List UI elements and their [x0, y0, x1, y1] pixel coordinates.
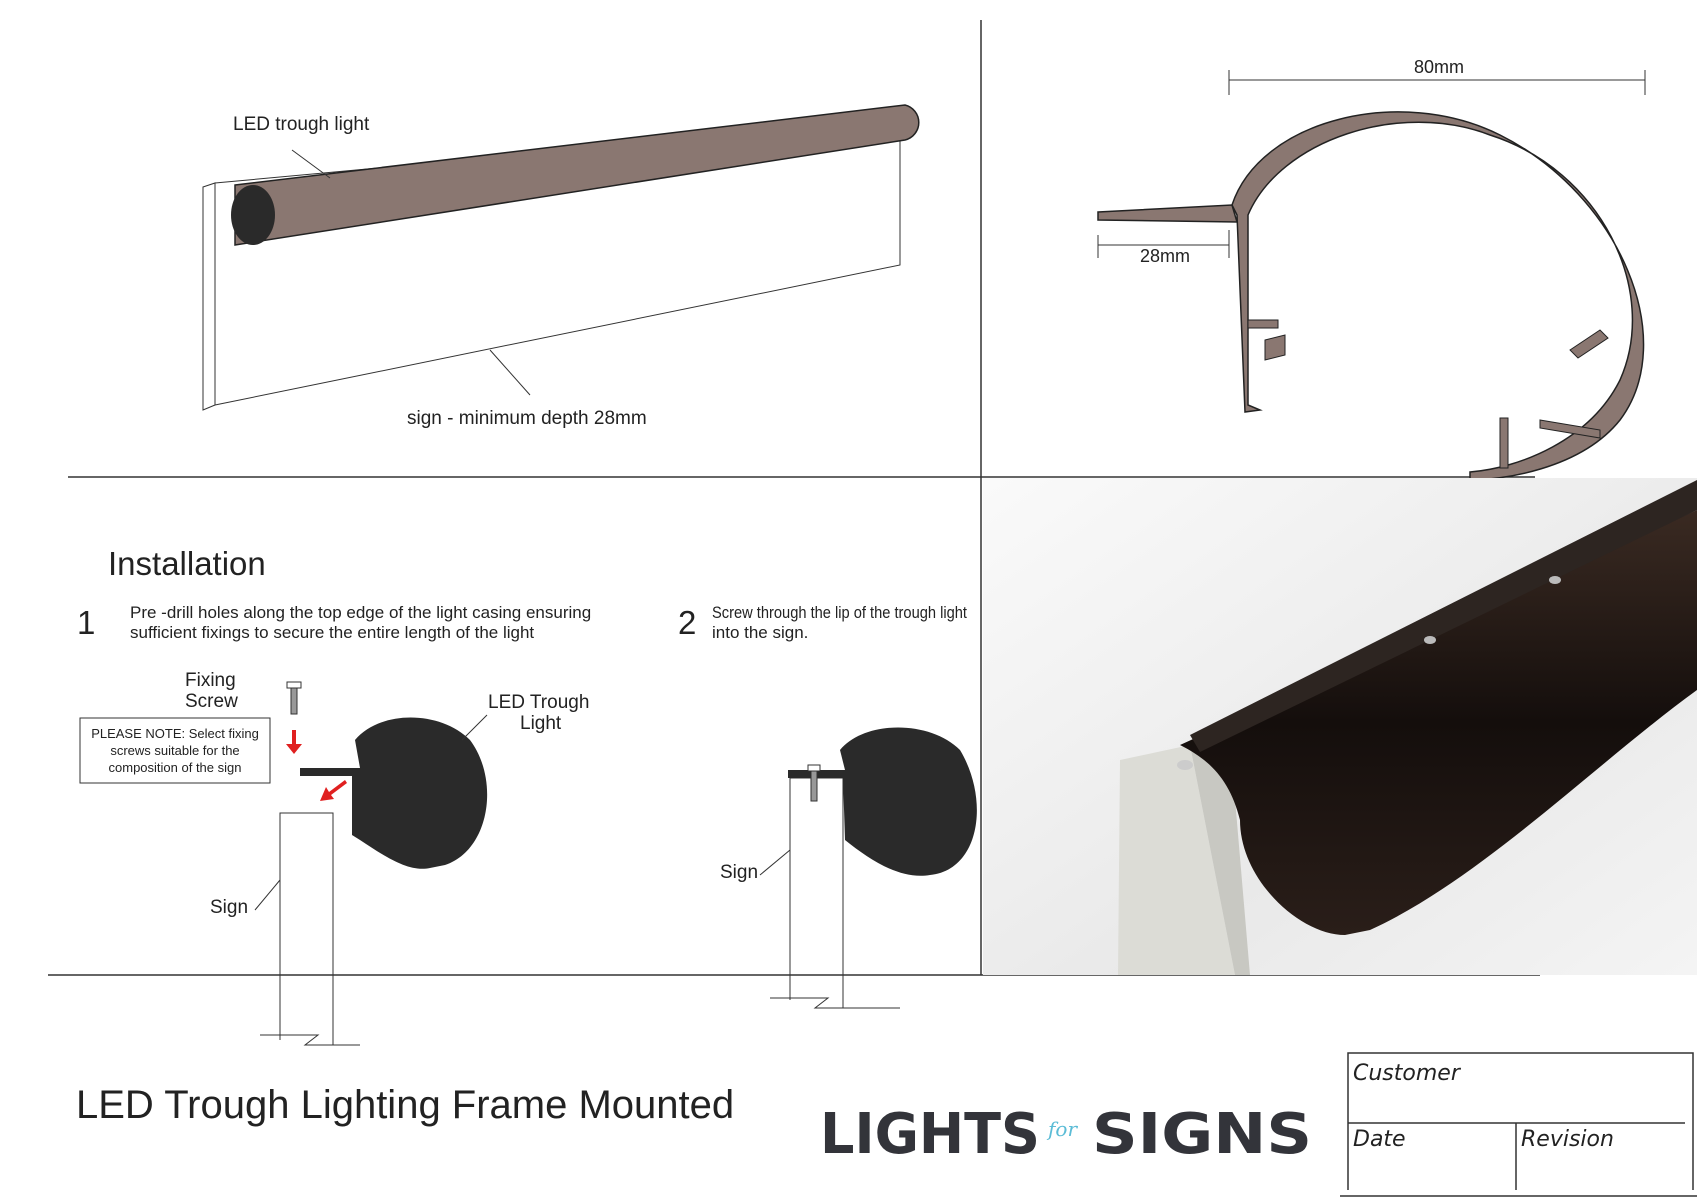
trough-label-2: Light [520, 713, 562, 734]
date-label: Date [1353, 1127, 1406, 1152]
trough-label-1: LED Trough [488, 692, 589, 713]
sign-label-2: Sign [720, 862, 758, 883]
title-block: LED Trough Lighting Frame Mounted LIGHTS… [76, 1052, 1697, 1197]
note-box [79, 717, 271, 784]
customer-label: Customer [1353, 1061, 1462, 1086]
sign-label-1: Sign [210, 897, 248, 918]
note-line1: PLEASE NOTE: Select fixing [91, 726, 259, 741]
step-1-number: 1 [77, 604, 95, 641]
logo-signs: SIGNS [1092, 1102, 1312, 1167]
profile-view: 80mm 28mm [1097, 57, 1646, 481]
company-logo: LIGHTS for SIGNS [820, 1102, 1312, 1167]
led-trough-light-label: LED trough light [233, 114, 370, 135]
note-line2: screws suitable for the [110, 743, 239, 758]
step-1-text-line2: sufficient fixings to secure the entire … [130, 623, 534, 642]
fixing-screw-label-2: Screw [185, 691, 238, 712]
step-2-text-line2: into the sign. [712, 623, 808, 642]
isometric-view: LED trough light sign - minimum depth 28… [202, 104, 920, 429]
sign-panel [279, 812, 360, 1046]
product-photo [983, 478, 1697, 975]
installation-heading: Installation [108, 545, 266, 582]
arrow-diagonal-icon [320, 780, 347, 801]
trough-end-profile [300, 717, 488, 869]
sign-depth-label: sign - minimum depth 28mm [407, 408, 647, 429]
screw-icon [286, 681, 302, 689]
note-line3: composition of the sign [109, 760, 242, 775]
arrow-down-icon [286, 730, 302, 754]
logo-lights: LIGHTS [820, 1102, 1040, 1167]
step-1-text-line1: Pre -drill holes along the top edge of t… [130, 603, 591, 622]
step-2-text-line1: Screw through the lip of the trough ligh… [712, 603, 967, 622]
logo-for: for [1046, 1117, 1078, 1141]
step-2-number: 2 [678, 604, 696, 641]
drawing-title: LED Trough Lighting Frame Mounted [76, 1083, 734, 1127]
screw-head-icon [1177, 760, 1193, 770]
lip-dimension: 28mm [1140, 246, 1190, 266]
width-dimension: 80mm [1414, 57, 1464, 77]
revision-label: Revision [1521, 1127, 1614, 1152]
fixing-screw-label-1: Fixing [185, 670, 236, 691]
installation-section: Installation 1 Pre -drill holes along th… [77, 545, 977, 1046]
